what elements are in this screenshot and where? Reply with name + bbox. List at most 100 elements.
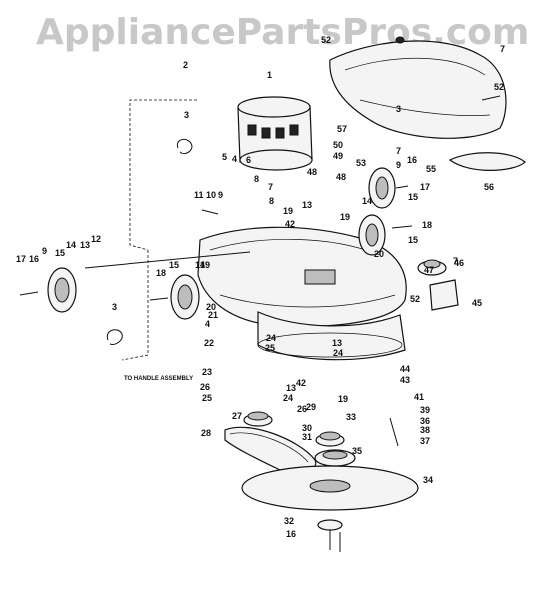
callout-32: 32 bbox=[284, 516, 294, 526]
wheel-mid-right bbox=[358, 214, 386, 256]
handle-routing-line bbox=[121, 99, 197, 361]
callout-27: 27 bbox=[232, 411, 242, 421]
callout-50: 50 bbox=[333, 140, 343, 150]
callout-22: 22 bbox=[204, 338, 214, 348]
callout-52: 52 bbox=[410, 294, 420, 304]
callout-36: 36 bbox=[420, 416, 430, 426]
callout-20: 20 bbox=[206, 302, 216, 312]
callout-6: 6 bbox=[246, 155, 251, 165]
callout-34: 34 bbox=[423, 475, 433, 485]
callout-17: 17 bbox=[16, 254, 26, 264]
callout-9: 9 bbox=[42, 246, 47, 256]
motor-cover bbox=[329, 36, 507, 139]
pulley-31 bbox=[315, 431, 345, 447]
callout-52: 52 bbox=[321, 35, 331, 45]
handle-assembly-note: TO HANDLE ASSEMBLY bbox=[124, 376, 193, 382]
callout-18: 18 bbox=[422, 220, 432, 230]
callout-8: 8 bbox=[269, 196, 274, 206]
wheel-center-left bbox=[170, 274, 200, 320]
callout-47: 47 bbox=[424, 265, 434, 275]
callout-48: 48 bbox=[336, 172, 346, 182]
callout-24: 24 bbox=[333, 348, 343, 358]
clip-3-top bbox=[176, 139, 193, 155]
callout-43: 43 bbox=[400, 375, 410, 385]
bottom-hardware bbox=[317, 519, 343, 552]
callout-25: 25 bbox=[265, 343, 275, 353]
callout-41: 41 bbox=[414, 392, 424, 402]
callout-55: 55 bbox=[426, 164, 436, 174]
callout-24: 24 bbox=[283, 393, 293, 403]
callout-26: 26 bbox=[200, 382, 210, 392]
callout-1: 1 bbox=[267, 70, 272, 80]
wheel-upper-right bbox=[368, 167, 396, 209]
cover-lens-56 bbox=[448, 152, 526, 171]
callout-10: 10 bbox=[206, 190, 216, 200]
pad-driver-disc bbox=[241, 465, 419, 511]
callout-56: 56 bbox=[484, 182, 494, 192]
callout-13: 13 bbox=[80, 240, 90, 250]
callout-9: 9 bbox=[396, 160, 401, 170]
callout-4: 4 bbox=[232, 154, 237, 164]
callout-labels: 1 2 3 3 3 4 4 5 6 7 7 7 7 8 8 9 9 9 10 1… bbox=[16, 35, 505, 539]
callout-19: 19 bbox=[338, 394, 348, 404]
callout-5: 5 bbox=[222, 152, 227, 162]
callout-21: 21 bbox=[208, 310, 218, 320]
callout-12: 12 bbox=[91, 234, 101, 244]
callout-29: 29 bbox=[306, 402, 316, 412]
callout-48: 48 bbox=[307, 167, 317, 177]
callout-30: 30 bbox=[302, 423, 312, 433]
callout-19: 19 bbox=[200, 260, 210, 270]
callout-20: 20 bbox=[374, 249, 384, 259]
callout-57: 57 bbox=[337, 124, 347, 134]
callout-13: 13 bbox=[332, 338, 342, 348]
callout-49: 49 bbox=[333, 151, 343, 161]
callout-19: 19 bbox=[283, 206, 293, 216]
callout-31: 31 bbox=[302, 432, 312, 442]
callout-16: 16 bbox=[286, 529, 296, 539]
clip-3-left bbox=[106, 329, 123, 345]
callout-7: 7 bbox=[268, 182, 273, 192]
callout-7: 7 bbox=[453, 256, 458, 266]
callout-9: 9 bbox=[218, 190, 223, 200]
callout-28: 28 bbox=[201, 428, 211, 438]
callout-13: 13 bbox=[302, 200, 312, 210]
callout-15: 15 bbox=[408, 235, 418, 245]
callout-17: 17 bbox=[420, 182, 430, 192]
callout-35: 35 bbox=[352, 446, 362, 456]
callout-24: 24 bbox=[266, 333, 276, 343]
callout-44: 44 bbox=[400, 364, 410, 374]
callout-13: 13 bbox=[286, 383, 296, 393]
callout-15: 15 bbox=[169, 260, 179, 270]
callout-4: 4 bbox=[205, 319, 210, 329]
callout-37: 37 bbox=[420, 436, 430, 446]
callout-19: 19 bbox=[340, 212, 350, 222]
bolts bbox=[19, 95, 501, 447]
axle bbox=[84, 251, 251, 269]
callout-53: 53 bbox=[356, 158, 366, 168]
motor-assembly bbox=[237, 96, 313, 171]
callout-26: 26 bbox=[297, 404, 307, 414]
callout-7: 7 bbox=[500, 44, 505, 54]
callout-18: 18 bbox=[156, 268, 166, 278]
callout-15: 15 bbox=[55, 248, 65, 258]
callout-11: 11 bbox=[194, 190, 204, 200]
callout-52: 52 bbox=[494, 82, 504, 92]
callout-25: 25 bbox=[202, 393, 212, 403]
callout-8: 8 bbox=[254, 174, 259, 184]
callout-14: 14 bbox=[66, 240, 76, 250]
callout-23: 23 bbox=[202, 367, 212, 377]
callout-45: 45 bbox=[472, 298, 482, 308]
callout-16: 16 bbox=[407, 155, 417, 165]
callout-39: 39 bbox=[420, 405, 430, 415]
callout-42: 42 bbox=[296, 378, 306, 388]
callout-2: 2 bbox=[183, 60, 188, 70]
hub-35 bbox=[314, 449, 356, 467]
callout-7: 7 bbox=[396, 146, 401, 156]
callout-15: 15 bbox=[408, 192, 418, 202]
pulley-27 bbox=[243, 411, 273, 427]
callout-3: 3 bbox=[112, 302, 117, 312]
knob-46 bbox=[417, 259, 447, 276]
callout-3: 3 bbox=[184, 110, 189, 120]
